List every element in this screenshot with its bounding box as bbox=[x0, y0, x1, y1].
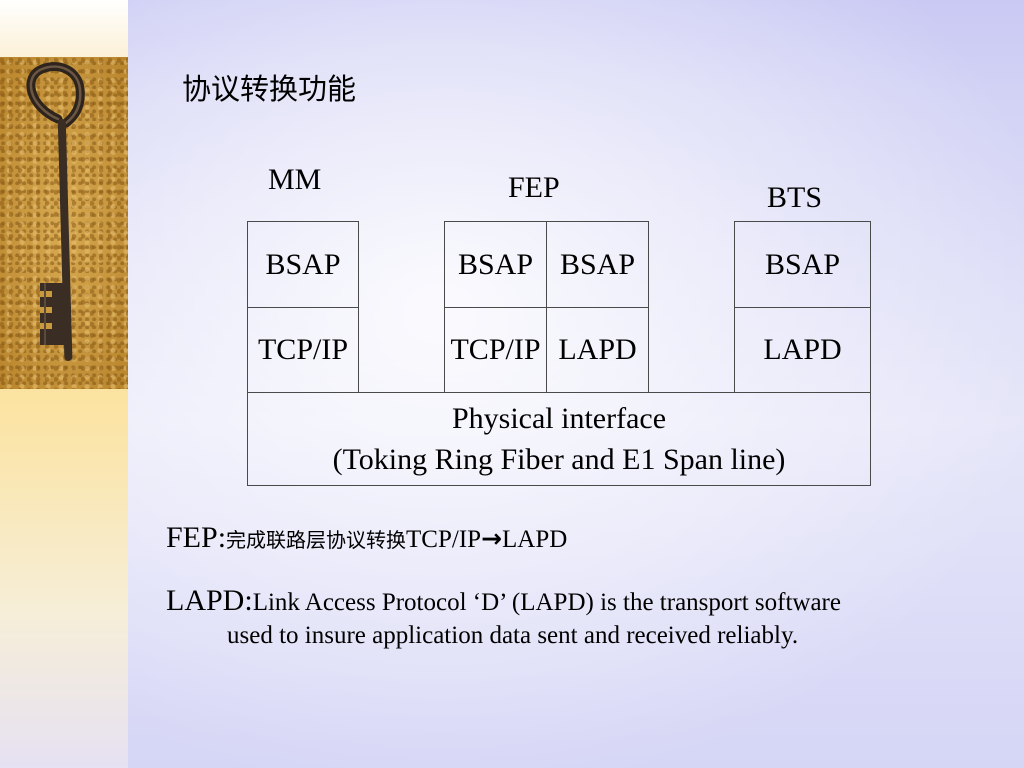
lapd-note-term: LAPD: bbox=[166, 584, 253, 617]
bts-lapd-cell: LAPD bbox=[734, 307, 871, 393]
lapd-note-desc-line2: used to insure application data sent and… bbox=[227, 622, 799, 649]
key-picture bbox=[0, 57, 128, 389]
lapd-note: LAPD:Link Access Protocol ‘D’ (LAPD) is … bbox=[166, 584, 956, 618]
bts-bsap-cell: BSAP bbox=[734, 221, 871, 308]
fep-note-desc: 完成联路层协议转换 bbox=[226, 528, 407, 552]
physical-interface-line1: Physical interface bbox=[451, 402, 667, 435]
fep-tcpip-cell: TCP/IP bbox=[444, 307, 547, 393]
key-icon bbox=[26, 62, 85, 361]
fep-note-term: FEP: bbox=[166, 521, 227, 554]
node-label-bts: BTS bbox=[767, 181, 823, 214]
node-label-mm: MM bbox=[268, 163, 322, 196]
arrow-right-icon: → bbox=[481, 524, 503, 553]
slide-title: 协议转换功能 bbox=[182, 72, 357, 106]
node-label-fep: FEP bbox=[508, 171, 560, 204]
fep-note: FEP:完成联路层协议转换TCP/IP→LAPD bbox=[166, 521, 567, 555]
fep-lapd-cell: LAPD bbox=[546, 307, 649, 393]
mm-tcpip-cell: TCP/IP bbox=[247, 307, 359, 393]
fep-note-from: TCP/IP bbox=[406, 526, 482, 553]
lapd-note-desc-line1: Link Access Protocol ‘D’ (LAPD) is the t… bbox=[252, 589, 841, 616]
mm-bsap-cell: BSAP bbox=[247, 221, 359, 308]
fep-note-to: LAPD bbox=[502, 526, 568, 553]
physical-interface-box: Physical interface (Toking Ring Fiber an… bbox=[247, 392, 871, 486]
physical-interface-line2: (Toking Ring Fiber and E1 Span line) bbox=[332, 443, 786, 476]
fep-bsap-left-cell: BSAP bbox=[444, 221, 547, 308]
fep-bsap-right-cell: BSAP bbox=[546, 221, 649, 308]
